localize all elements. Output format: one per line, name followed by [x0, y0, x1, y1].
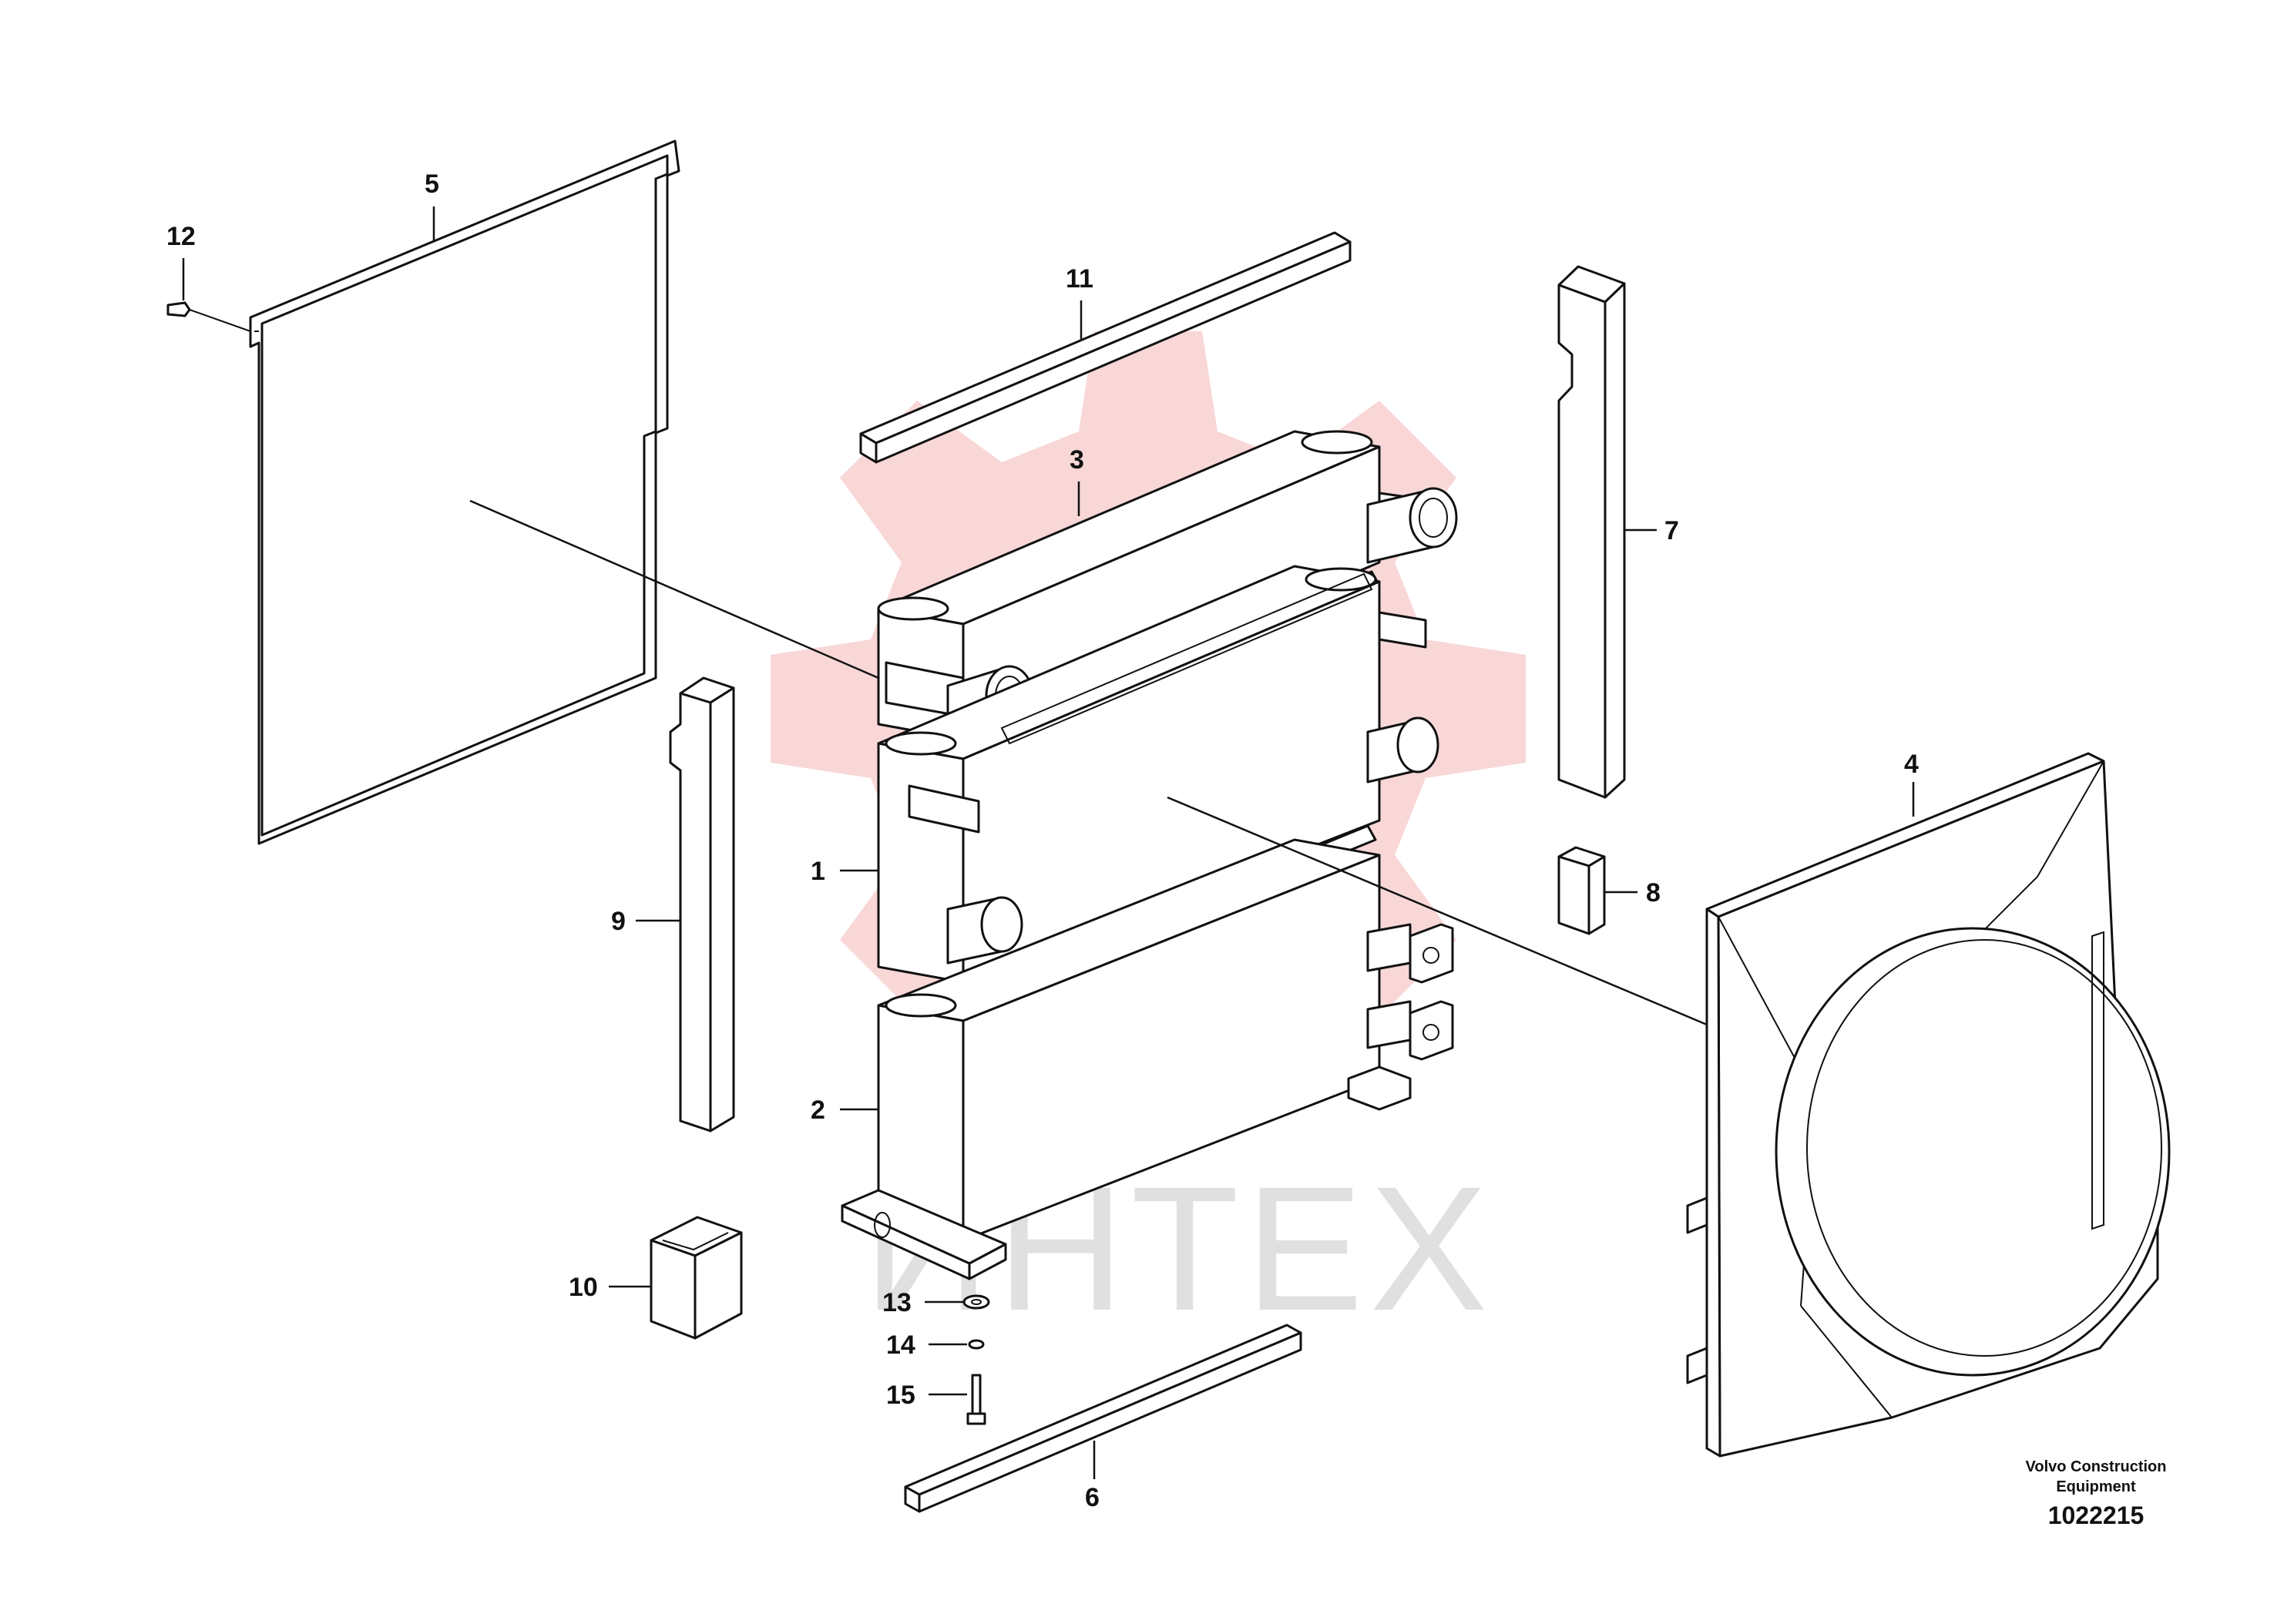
callout-labels: 1 2 3 4 5 6 7 8 9 10 11 12 13 14 15 — [166, 169, 1919, 1512]
callout-8: 8 — [1646, 878, 1661, 908]
fasteners-13-14-15 — [962, 1294, 990, 1425]
part-8-block — [1557, 846, 1606, 935]
part-13-washer — [962, 1294, 990, 1310]
part-14-lock-washer — [968, 1339, 985, 1350]
part-2-lower-cooler — [841, 838, 1454, 1280]
part-4-fan-shroud — [1686, 752, 2171, 1458]
callout-4: 4 — [1904, 750, 1919, 779]
callout-6: 6 — [1085, 1483, 1100, 1512]
brand-line-2: Equipment — [2056, 1478, 2136, 1495]
document-number: 1022215 — [2048, 1502, 2145, 1529]
callout-13: 13 — [882, 1288, 912, 1317]
callout-15: 15 — [886, 1381, 915, 1410]
part-15-bolt — [966, 1374, 986, 1425]
callout-2: 2 — [811, 1096, 825, 1125]
part-6-bottom-bar — [904, 1324, 1302, 1513]
callout-14: 14 — [886, 1330, 915, 1360]
callout-9: 9 — [611, 907, 626, 936]
part-7-vertical-seal — [1557, 265, 1626, 799]
callout-7: 7 — [1664, 516, 1679, 545]
leader-lines — [182, 206, 1915, 1479]
callout-11: 11 — [1066, 264, 1093, 294]
part-5-panel — [249, 139, 680, 845]
part-10-block — [650, 1216, 743, 1340]
part-12-clip — [166, 301, 251, 332]
callout-10: 10 — [569, 1273, 598, 1302]
callout-3: 3 — [1070, 445, 1084, 475]
callout-12: 12 — [166, 222, 196, 251]
part-11-top-bar — [859, 231, 1352, 464]
part-9-vertical-seal — [669, 676, 735, 1132]
brand-line-1: Volvo Construction — [2026, 1458, 2167, 1475]
callout-5: 5 — [425, 169, 439, 199]
callout-1: 1 — [811, 857, 825, 886]
title-block: Volvo Construction Equipment 1022215 — [2026, 1458, 2167, 1529]
